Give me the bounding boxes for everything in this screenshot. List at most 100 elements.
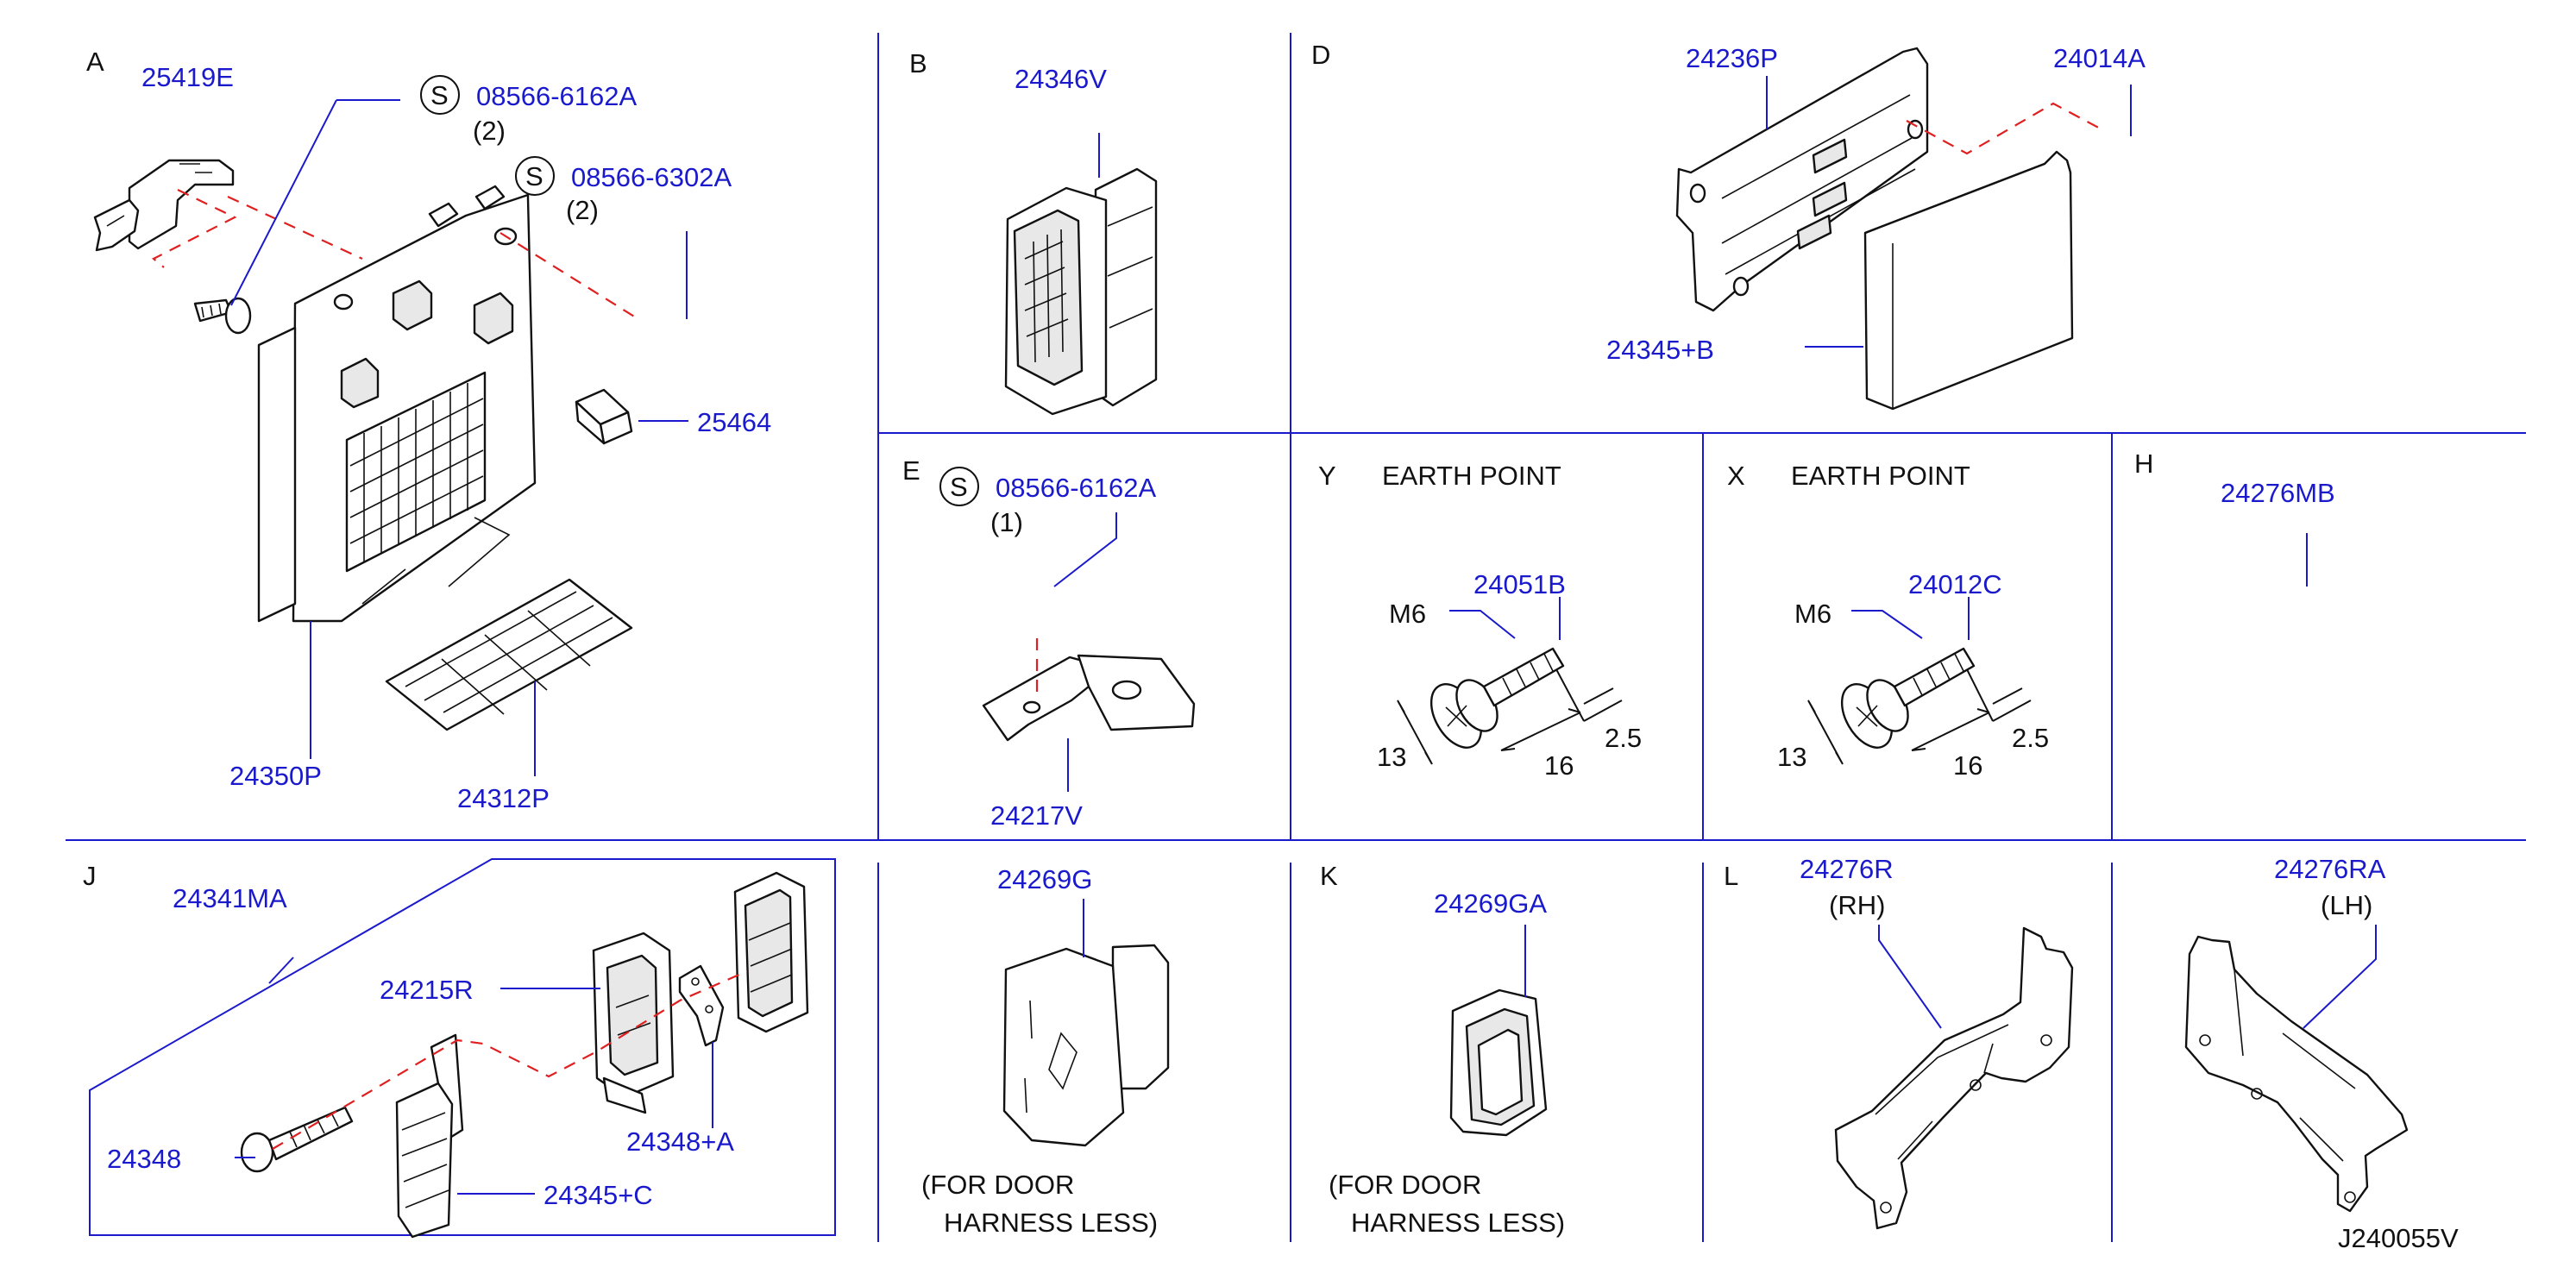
section-label-e: E bbox=[902, 455, 920, 486]
section-label-l: L bbox=[1724, 861, 1738, 891]
label-08566-6302a: 08566-6302A bbox=[571, 162, 732, 192]
s-symbol-icon bbox=[515, 156, 555, 196]
group-outline-j bbox=[89, 858, 836, 1236]
section-label-b: B bbox=[909, 48, 927, 78]
note-rh: (RH) bbox=[1829, 890, 1885, 920]
label-24276mb: 24276MB bbox=[2221, 478, 2335, 508]
label-24350p: 24350P bbox=[229, 761, 322, 791]
bolt-24348-illustration bbox=[240, 1106, 354, 1173]
bracket-24345c-illustration bbox=[395, 1033, 464, 1239]
grommet-24269ga-illustration bbox=[1449, 988, 1548, 1137]
label-24345c: 24345+C bbox=[543, 1180, 653, 1210]
label-24348: 24348 bbox=[107, 1144, 181, 1174]
s-symbol-letter: S bbox=[525, 161, 543, 191]
screw-illustration bbox=[193, 297, 252, 335]
note-door-harness-2a: (FOR DOOR bbox=[1329, 1170, 1481, 1200]
section-x: EARTH POINT M6 24012C 13 16 2.5 bbox=[1777, 461, 2049, 781]
label-25464: 25464 bbox=[697, 407, 771, 437]
label-24215r: 24215R bbox=[380, 975, 474, 1005]
connector-j-illustration bbox=[733, 871, 809, 1033]
s-symbol-letter: S bbox=[430, 80, 449, 110]
centerline-a2 bbox=[227, 196, 363, 260]
section-label-k: K bbox=[1320, 861, 1338, 891]
section-grommet-24269g: 24269G (FOR DOOR HARNESS LESS) bbox=[921, 864, 1170, 1238]
label-24346v: 24346V bbox=[1015, 64, 1107, 94]
section-label-y: Y bbox=[1318, 461, 1336, 491]
dim-25-x: 2.5 bbox=[2012, 723, 2049, 753]
bracket-24236p-illustration bbox=[1675, 47, 1929, 312]
dim-m6-x: M6 bbox=[1794, 599, 1831, 629]
label-24051b: 24051B bbox=[1473, 569, 1566, 599]
label-e-08566-6162a: 08566-6162A bbox=[996, 473, 1156, 503]
label-24348a: 24348+A bbox=[626, 1126, 734, 1157]
label-24217v: 24217V bbox=[990, 800, 1083, 831]
label-25419e: 25419E bbox=[141, 62, 234, 92]
qty-08566-6302a: (2) bbox=[566, 195, 599, 225]
dim-m6-y: M6 bbox=[1389, 599, 1426, 629]
s-symbol-icon bbox=[939, 467, 979, 506]
s-symbol-icon bbox=[420, 75, 460, 115]
label-24269g: 24269G bbox=[997, 864, 1092, 894]
earth-point-title-y: EARTH POINT bbox=[1382, 461, 1561, 491]
fuse-block-24350p-illustration bbox=[257, 185, 537, 623]
bolt-24012c-illustration bbox=[1840, 647, 1976, 749]
dimension-lines-x bbox=[1807, 668, 2032, 765]
earth-point-title-x: EARTH POINT bbox=[1791, 461, 1970, 491]
dim-16-y: 16 bbox=[1544, 750, 1574, 781]
section-j: 24341MA 24215R 24348 24348+A 24345+C bbox=[89, 858, 836, 1239]
note-door-harness-1a: (FOR DOOR bbox=[921, 1170, 1074, 1200]
bracket-24276ra-illustration bbox=[2184, 935, 2409, 1213]
bolt-24051b-illustration bbox=[1429, 647, 1565, 749]
dim-16-x: 16 bbox=[1953, 750, 1982, 781]
section-d: 24236P 24014A 24345+B bbox=[1606, 43, 2146, 411]
note-door-harness-2b: HARNESS LESS) bbox=[1351, 1208, 1565, 1238]
section-label-x: X bbox=[1727, 461, 1745, 491]
label-24269ga: 24269GA bbox=[1434, 888, 1547, 919]
label-24276r: 24276R bbox=[1800, 854, 1894, 884]
clip-24217v-illustration bbox=[982, 654, 1196, 742]
qty-e-08566-6162a: (1) bbox=[990, 507, 1023, 537]
section-h: 24276MB bbox=[2221, 478, 2335, 587]
bracket-24276r-illustration bbox=[1834, 926, 2074, 1230]
cover-24312p-illustration bbox=[385, 578, 633, 731]
section-label-h: H bbox=[2134, 449, 2153, 479]
note-lh: (LH) bbox=[2321, 890, 2372, 920]
section-l: 24276R (RH) 24276RA (LH) bbox=[1800, 854, 2409, 1230]
dim-13-x: 13 bbox=[1777, 742, 1806, 772]
bracket-25419e-illustration bbox=[93, 159, 235, 252]
module-24345b-illustration bbox=[1863, 150, 2074, 411]
label-24014a: 24014A bbox=[2053, 43, 2146, 73]
s-symbol-letter: S bbox=[950, 472, 968, 502]
section-label-j: J bbox=[83, 861, 97, 891]
centerline-a1 bbox=[152, 189, 237, 268]
fuse-25464-illustration bbox=[575, 388, 633, 445]
dim-13-y: 13 bbox=[1377, 742, 1406, 772]
section-label-a: A bbox=[86, 47, 104, 77]
module-24215r-illustration bbox=[592, 932, 675, 1114]
dim-25-y: 2.5 bbox=[1605, 723, 1642, 753]
section-a: 25419E S 08566-6162A (2) S 08566-6302A (… bbox=[93, 62, 771, 813]
label-24236p: 24236P bbox=[1686, 43, 1778, 73]
label-08566-6162a: 08566-6162A bbox=[476, 81, 637, 111]
qty-08566-6162a: (2) bbox=[473, 116, 506, 146]
centerline-a3 bbox=[499, 232, 639, 320]
label-24345b: 24345+B bbox=[1606, 335, 1714, 365]
label-24012c: 24012C bbox=[1908, 569, 2002, 599]
label-24341ma: 24341MA bbox=[173, 883, 287, 913]
diagram-code: J240055V bbox=[2338, 1223, 2459, 1253]
clip-24348a-illustration bbox=[678, 964, 725, 1047]
centerline-j bbox=[272, 969, 748, 1150]
dimension-lines-y bbox=[1397, 668, 1623, 765]
grommet-24269g-illustration bbox=[1002, 944, 1170, 1147]
section-k: 24269GA (FOR DOOR HARNESS LESS) bbox=[1329, 888, 1565, 1238]
section-y: EARTH POINT M6 24051B 13 16 2.5 bbox=[1377, 461, 1642, 781]
centerline-d bbox=[1906, 102, 2106, 155]
section-label-d: D bbox=[1311, 40, 1330, 70]
section-e: S 08566-6162A (1) 24217V bbox=[939, 467, 1196, 831]
label-24312p: 24312P bbox=[457, 783, 550, 813]
connector-24346v-illustration bbox=[1004, 167, 1158, 416]
section-b: 24346V bbox=[1004, 64, 1158, 416]
note-door-harness-1b: HARNESS LESS) bbox=[944, 1208, 1158, 1238]
grid-dividers bbox=[66, 33, 2526, 1242]
